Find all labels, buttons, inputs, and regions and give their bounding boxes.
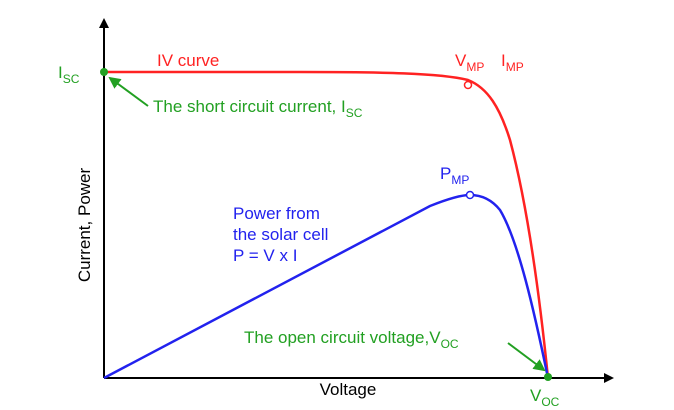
- isc-point: [100, 68, 108, 76]
- voc-label: VOC: [530, 386, 560, 409]
- x-axis-label: Voltage: [320, 380, 377, 399]
- power-curve: [103, 193, 550, 380]
- mpp-power-point: [465, 190, 475, 200]
- iv-curve: [104, 70, 550, 379]
- voc-point: [544, 373, 552, 381]
- voc-arrow: [507, 342, 546, 372]
- y-axis-label: Current, Power: [75, 168, 94, 283]
- vmp-label: VMP: [455, 51, 484, 74]
- pmp-label: PMP: [440, 164, 469, 187]
- iv-curve-label: IV curve: [157, 51, 219, 70]
- isc-label: ISC: [58, 63, 80, 86]
- mpp-iv-point: [463, 80, 473, 90]
- voc-note: The open circuit voltage,VOC: [244, 328, 459, 351]
- power-label-line-1: Power from: [233, 204, 320, 223]
- power-label-line-3: P = V x I: [233, 246, 297, 265]
- power-label-line-2: the solar cell: [233, 225, 328, 244]
- isc-note: The short circuit current, ISC: [153, 97, 363, 120]
- isc-arrow: [108, 76, 149, 107]
- imp-label: IMP: [501, 51, 524, 74]
